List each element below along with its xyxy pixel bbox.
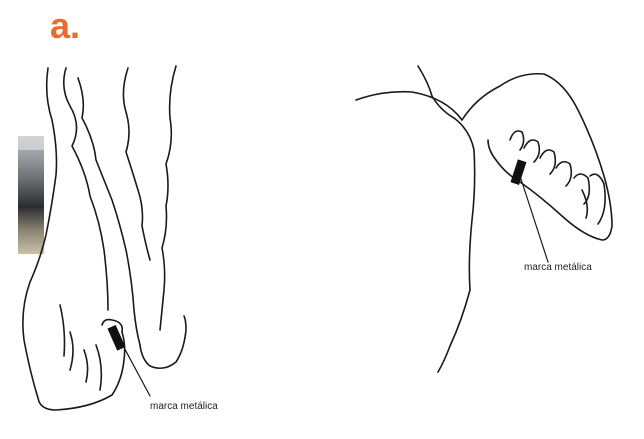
- left-foot-drawing: [23, 66, 186, 410]
- right-callout-line: [520, 176, 548, 262]
- photo-fragment: [18, 136, 44, 254]
- right-foot-drawing: [356, 66, 612, 372]
- right-callout-label: marca metálica: [524, 262, 592, 273]
- left-callout-label: marca metálica: [150, 401, 218, 412]
- left-callout-line: [120, 340, 150, 396]
- right-metal-marker: [510, 159, 526, 185]
